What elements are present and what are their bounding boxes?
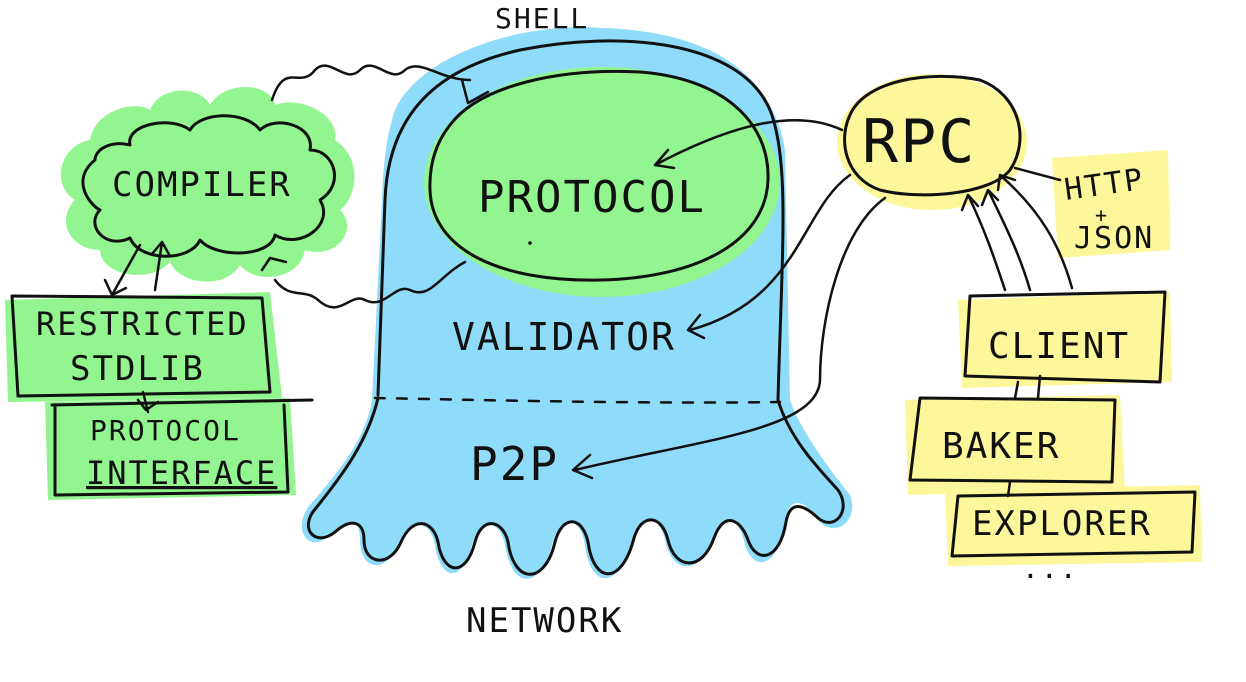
protocol-label: PROTOCOL [478, 172, 706, 223]
more-label: ... [1022, 552, 1079, 585]
restricted-stdlib-outline [10, 294, 272, 398]
protocol-interface-label-line1: PROTOCOL [90, 414, 241, 447]
explorer-node [945, 485, 1202, 566]
validator-label: VALIDATOR [452, 315, 676, 359]
shell-tentacles [306, 396, 845, 576]
shell-label: SHELL [495, 2, 589, 35]
compiler-fill [60, 86, 355, 282]
protocol-fill [424, 67, 780, 297]
compiler-node [60, 86, 355, 282]
labels: SHELL PROTOCOL VALIDATOR P2P NETWORK COM… [36, 2, 1154, 641]
shell-divider [373, 396, 782, 404]
compiler-to-stdlib-arrow [103, 243, 142, 297]
rpc-to-p2p-arrow [571, 196, 887, 480]
network-label: NETWORK [466, 601, 623, 641]
explorer-outline [950, 490, 1197, 558]
protocol-to-compiler-arrowhead [260, 256, 288, 272]
compiler-outline [81, 114, 336, 258]
baker-outline [908, 396, 1117, 484]
restricted-stdlib-node [5, 292, 282, 402]
rpc-label: RPC [862, 107, 976, 177]
protocol-interface-outline [50, 398, 314, 497]
stdlib-to-interface-arrow [136, 390, 160, 414]
shell-outline [376, 39, 785, 402]
http-pointer-line [1013, 166, 1062, 182]
rpc-to-protocol-arrow [653, 118, 844, 170]
restricted-stdlib-fill [5, 292, 282, 402]
rpc-node [837, 74, 1027, 210]
stdlib-to-compiler-arrow [150, 240, 172, 292]
compiler-to-protocol-wave [270, 64, 472, 102]
p2p-label: P2P [470, 437, 559, 491]
compiler-label: COMPILER [112, 165, 292, 205]
protocol-outline [428, 69, 770, 282]
baker-label: BAKER [942, 426, 1060, 467]
client-to-rpc-arrow-2 [980, 188, 1032, 292]
explorer-label: EXPLORER [972, 504, 1152, 544]
explorer-fill [945, 485, 1202, 566]
client-baker-link [1013, 374, 1042, 400]
client-outline [963, 290, 1167, 384]
baker-fill [905, 395, 1125, 495]
client-fill [958, 292, 1172, 388]
baker-node [905, 395, 1125, 495]
restricted-label-line1: RESTRICTED [36, 305, 249, 343]
protocol-interface-fill [45, 398, 296, 500]
protocol-interface-node [45, 398, 314, 500]
rpc-outline [843, 74, 1022, 197]
rpc-to-validator-arrow [686, 173, 852, 340]
baker-explorer-link [1006, 480, 1012, 498]
connectors [103, 64, 1074, 498]
http-label-line3: JSON [1074, 221, 1154, 256]
client-to-rpc-arrow-1 [960, 193, 1007, 292]
protocol-interface-label-line2: INTERFACE [86, 454, 277, 492]
http-json-highlight [1052, 150, 1170, 258]
protocol-dot [528, 241, 532, 245]
http-label-line2: + [1095, 203, 1109, 227]
protocol-to-compiler-wave [273, 260, 467, 309]
rpc-fill [837, 74, 1027, 210]
restricted-label-line2: STDLIB [70, 349, 205, 389]
compiler-to-protocol-arrowhead [460, 78, 490, 105]
client-label: CLIENT [988, 326, 1130, 367]
client-node [958, 290, 1172, 388]
protocol-node [424, 67, 780, 297]
client-to-rpc-arrow-3 [996, 173, 1074, 290]
